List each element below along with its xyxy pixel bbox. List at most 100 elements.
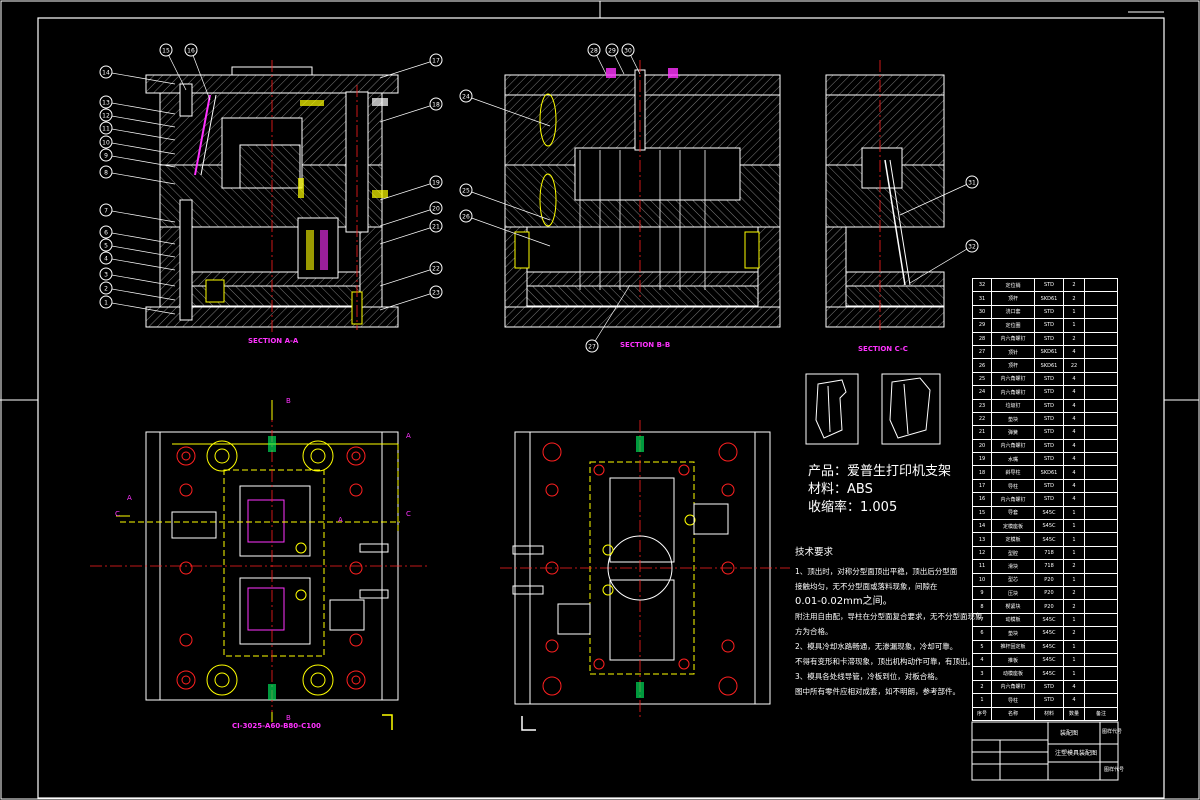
bom-cell: 1: [1063, 639, 1085, 654]
bom-cell: 718: [1034, 545, 1064, 561]
bom-cell: STD: [1034, 425, 1064, 440]
part-callout-balloon: [99, 251, 113, 265]
bom-cell: STD: [1034, 679, 1064, 695]
part-callout-balloon: [99, 165, 113, 179]
bom-cell: [1084, 318, 1118, 333]
part-callout-number: 9: [104, 153, 108, 160]
bom-cell: 斜导柱: [991, 465, 1035, 480]
bom-cell: 导柱: [991, 693, 1035, 708]
bom-cell: 4: [1063, 693, 1085, 708]
bom-cell: 22: [972, 411, 992, 427]
part-callout-number: 8: [104, 170, 108, 177]
bom-cell: S45C: [1034, 532, 1064, 547]
bom-cell: 2: [1063, 277, 1085, 293]
axis-label-a-left: A: [127, 494, 132, 502]
bom-cell: 推板: [991, 652, 1035, 668]
bom-cell: 内六角螺钉: [991, 679, 1035, 695]
bom-cell: 29: [972, 318, 992, 333]
part-callout-balloon: [587, 43, 601, 57]
bom-cell: [1084, 545, 1118, 561]
bom-cell: 1: [1063, 304, 1085, 320]
bom-cell: [1084, 304, 1118, 320]
bom-cell: 5: [972, 639, 992, 654]
bom-cell: [1084, 358, 1118, 373]
bom-cell: [1084, 599, 1118, 614]
bom-cell: SKD61: [1034, 465, 1064, 480]
bom-cell: 动模座板: [991, 666, 1035, 681]
bom-cell: [1084, 425, 1118, 440]
tech-requirement-line: 不得有变形和卡滞现象，顶出机构动作可靠，有顶出。: [795, 657, 975, 666]
tech-requirement-line: 方为合格。: [795, 627, 833, 636]
tech-requirement-line: 3、模具各处线导管，冷板到位，对板合格。: [795, 672, 943, 681]
bom-cell: 1: [1063, 505, 1085, 521]
bom-cell: S45C: [1034, 505, 1064, 521]
bom-cell: 7: [972, 612, 992, 628]
bom-cell: STD: [1034, 398, 1064, 413]
bom-cell: 2: [972, 679, 992, 695]
part-callout-balloon: [429, 97, 443, 111]
part-callout-number: 5: [104, 243, 108, 250]
part-callout-balloon: [605, 43, 619, 57]
section-c-c-view: [825, 60, 945, 330]
bom-cell: 718: [1034, 559, 1064, 574]
bom-cell: [1084, 626, 1118, 641]
bom-cell: STD: [1034, 693, 1064, 708]
part-callout-balloon: [99, 65, 113, 79]
bom-cell: 4: [1063, 411, 1085, 427]
part-callout-balloon: [965, 175, 979, 189]
bom-cell: 1: [1063, 652, 1085, 668]
axis-label-c-left: C: [115, 510, 120, 518]
bom-cell: [1084, 666, 1118, 681]
bom-cell: [1084, 572, 1118, 587]
bom-cell: STD: [1034, 371, 1064, 387]
bom-cell: S45C: [1034, 639, 1064, 654]
bom-cell: [1084, 492, 1118, 507]
bom-cell: 25: [972, 371, 992, 387]
part-callout-balloon: [429, 201, 443, 215]
bom-cell: S45C: [1034, 626, 1064, 641]
part-callout-number: 20: [432, 206, 440, 213]
part-callout-number: 30: [624, 48, 632, 55]
moving-half-plan-view: [500, 420, 790, 731]
part-callout-balloon: [459, 89, 473, 103]
part-callout-balloon: [459, 209, 473, 223]
bom-cell: STD: [1034, 492, 1064, 507]
bom-cell: [1084, 371, 1118, 387]
bom-cell: S45C: [1034, 519, 1064, 534]
bom-cell: P20: [1034, 572, 1064, 587]
bom-cell: 定模座板: [991, 519, 1035, 534]
part-callout-balloon: [99, 238, 113, 252]
bom-cell: [1084, 639, 1118, 654]
bom-cell: 1: [1063, 318, 1085, 333]
title-block-left: 装配图: [1060, 730, 1079, 737]
bom-cell: 14: [972, 519, 992, 534]
bom-cell: [1084, 452, 1118, 467]
tech-requirement-line: 0.01-0.02mm之间。: [795, 596, 893, 607]
bom-cell: P20: [1034, 585, 1064, 601]
bom-cell: 23: [972, 398, 992, 413]
bom-cell: STD: [1034, 411, 1064, 427]
bom-cell: [1084, 438, 1118, 454]
part-callout-balloon: [429, 53, 443, 67]
bom-cell: [1084, 652, 1118, 668]
part-callout-number: 11: [102, 126, 110, 133]
part-callout-number: 32: [968, 244, 976, 251]
tech-requirements-title: 技术要求: [795, 547, 834, 558]
bom-cell: 1: [1063, 532, 1085, 547]
bom-cell: 推杆固定板: [991, 639, 1035, 654]
